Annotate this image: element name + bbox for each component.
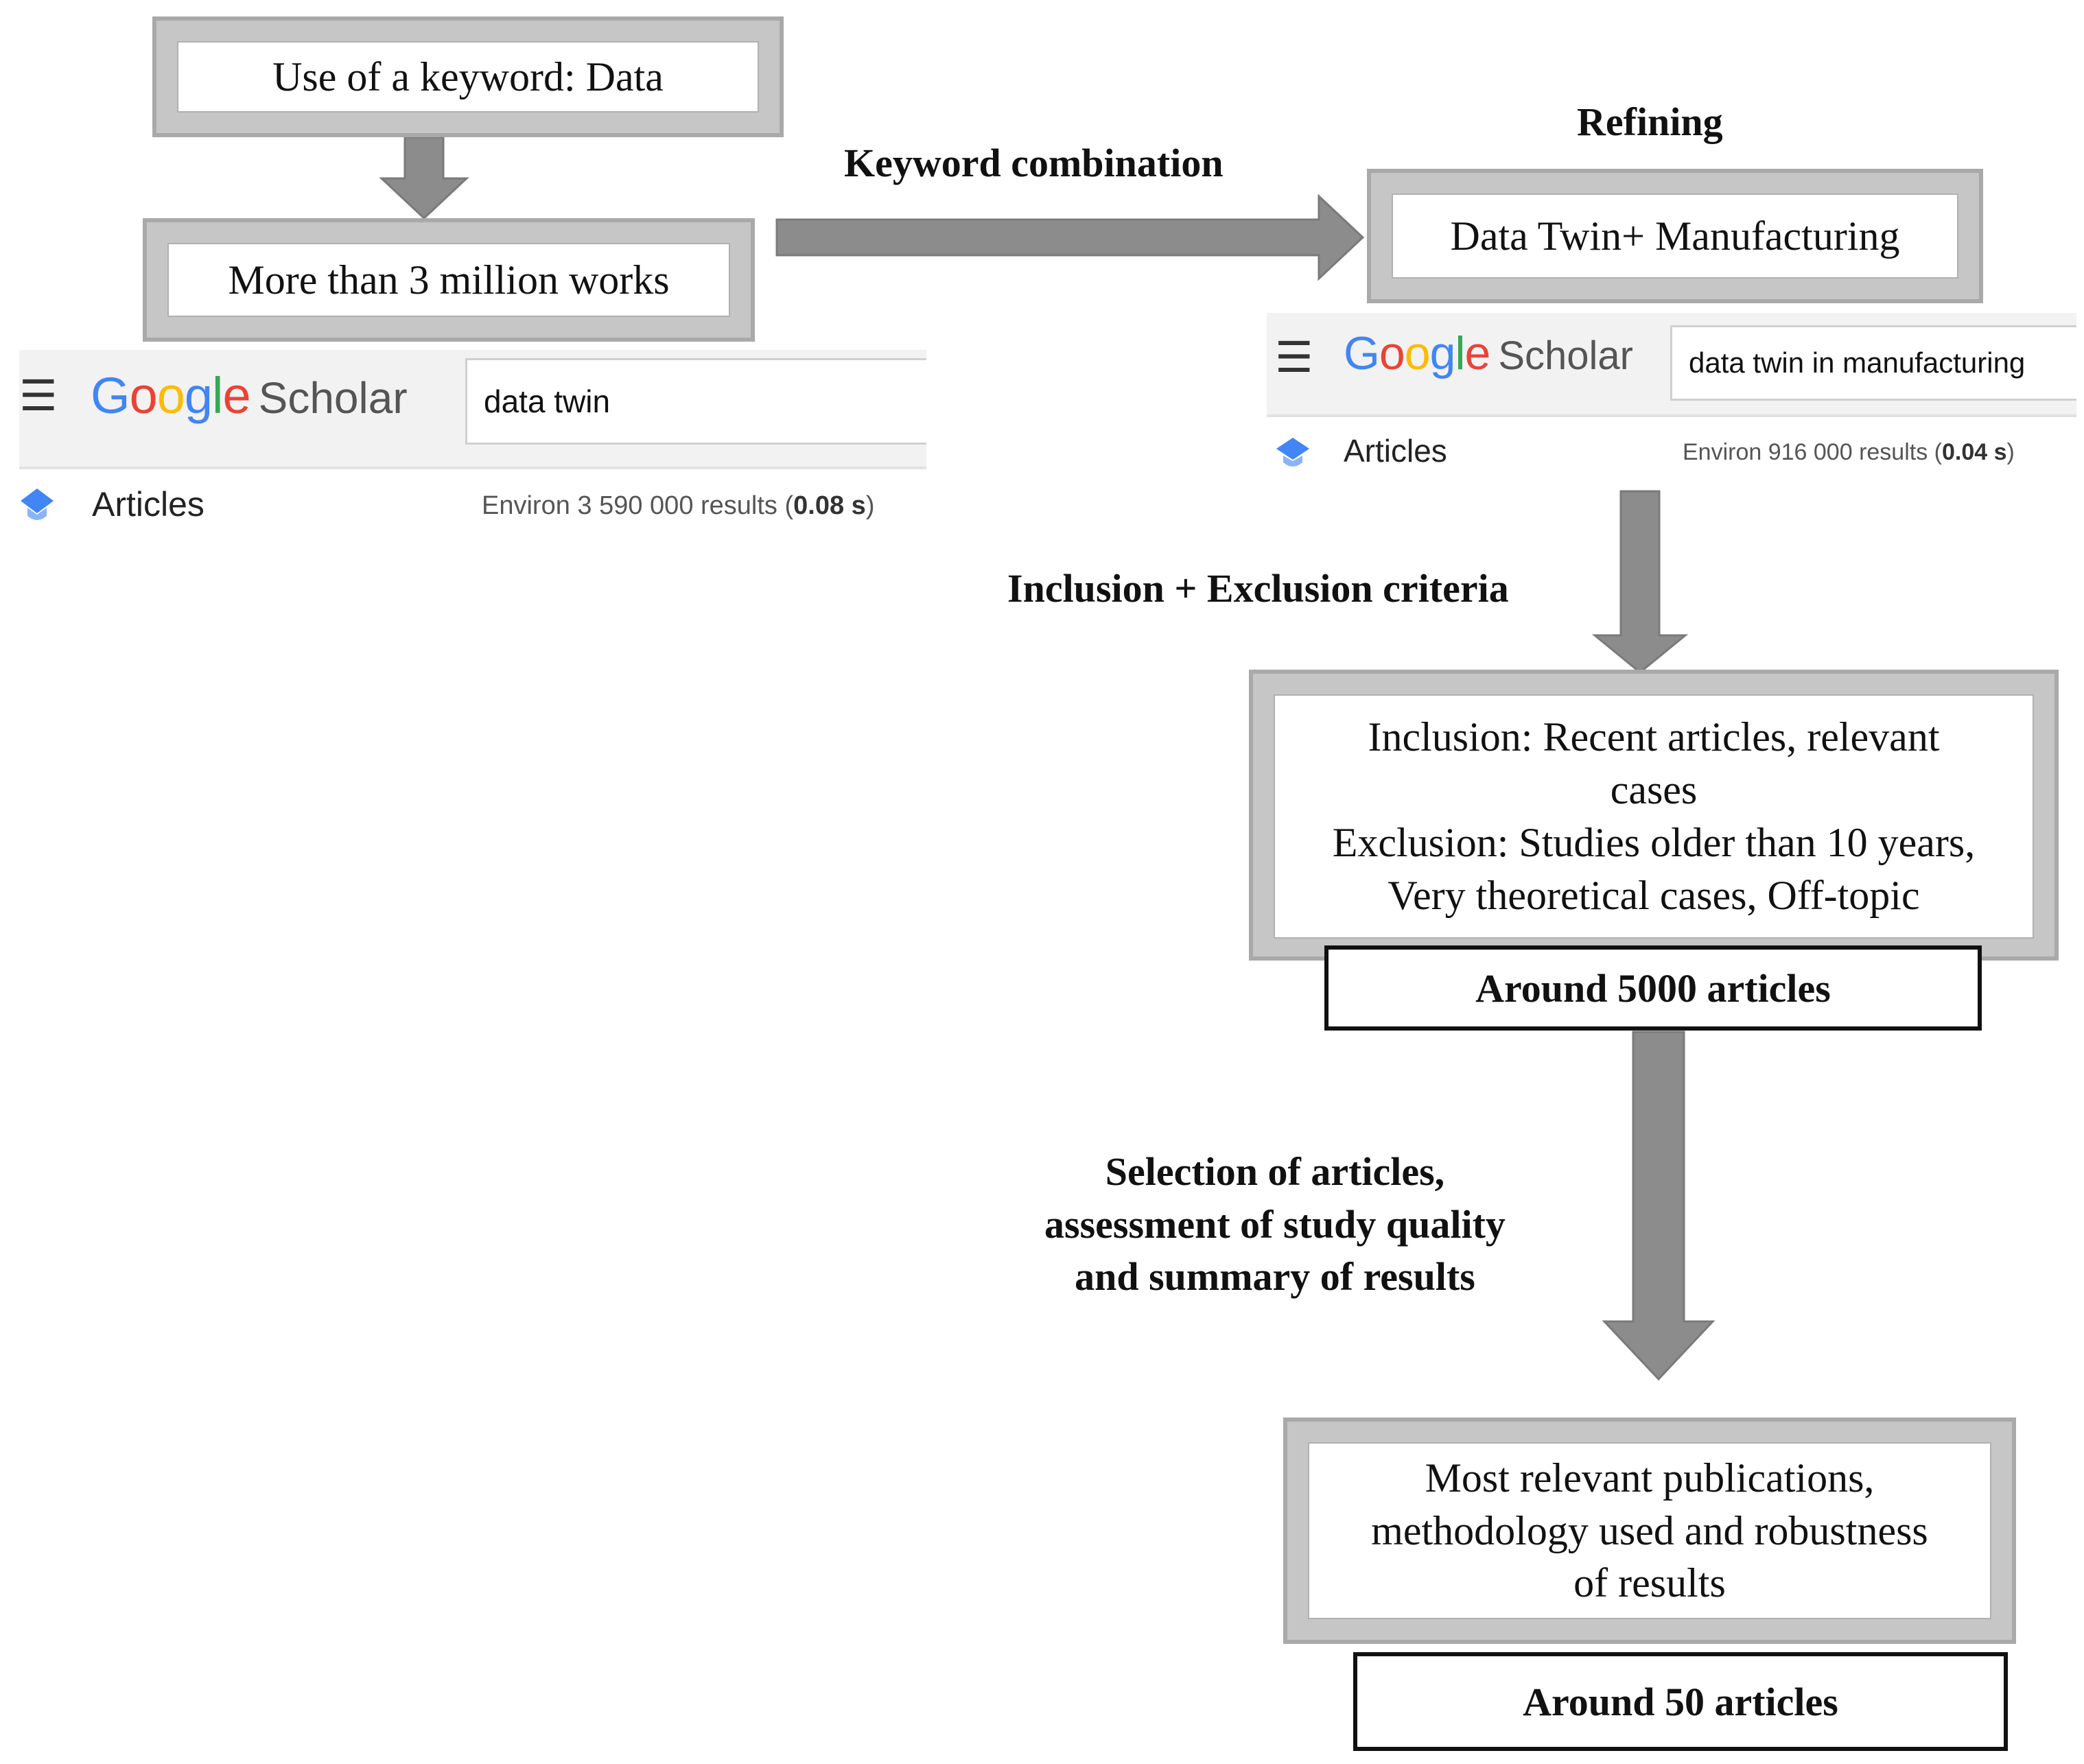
around-5000-box: Around 5000 articles: [1324, 945, 1982, 1031]
down-arrow-3: [1602, 1031, 1716, 1381]
results-prefix: Environ 3 590 000 results (: [482, 491, 794, 520]
logo-letter-g: G: [1344, 327, 1380, 379]
logo-letter-o1: o: [1379, 327, 1405, 379]
tab-articles[interactable]: Articles: [1344, 433, 1447, 469]
search-input[interactable]: data twin: [465, 358, 926, 445]
hamburger-icon[interactable]: ☰: [1275, 334, 1313, 381]
logo-letter-l: l: [1455, 327, 1465, 379]
logo-letter-o2: o: [1404, 327, 1431, 379]
results-suffix: ): [2006, 439, 2015, 465]
refined-query-box: Data Twin+ Manufacturing: [1367, 169, 1983, 303]
criteria-line-2: cases: [1610, 767, 1698, 813]
hamburger-icon[interactable]: ☰: [19, 373, 58, 420]
final-line-2: methodology used and robustness: [1371, 1507, 1928, 1553]
criteria-text: Inclusion: Recent articles, relevant cas…: [1333, 711, 1976, 921]
logo-letter-o1: o: [129, 367, 158, 424]
criteria-line-4: Very theoretical cases, Off-topic: [1388, 872, 1920, 918]
final-results-inner: Most relevant publications, methodology …: [1308, 1442, 1991, 1619]
inclusion-exclusion-label: Inclusion + Exclusion criteria: [1007, 566, 1509, 611]
logo-letter-g: G: [91, 367, 130, 424]
keyword-step-box: Use of a keyword: Data: [152, 16, 784, 137]
logo-scholar-word: Scholar: [1498, 333, 1633, 378]
selection-line-2: assessment of study quality: [1044, 1201, 1506, 1247]
final-results-text: Most relevant publications, methodology …: [1371, 1452, 1928, 1610]
refined-query-text: Data Twin+ Manufacturing: [1450, 213, 1900, 259]
results-count-text: More than 3 million works: [228, 257, 670, 303]
logo-letter-e: e: [222, 367, 250, 424]
results-suffix: ): [865, 491, 875, 520]
logo-letter-g2: g: [184, 367, 213, 424]
refined-query-inner: Data Twin+ Manufacturing: [1392, 193, 1958, 279]
down-arrow-1: [379, 137, 469, 220]
refining-label: Refining: [1577, 99, 1723, 144]
logo-letter-e: e: [1464, 327, 1491, 379]
criteria-inner: Inclusion: Recent articles, relevant cas…: [1274, 694, 2034, 939]
logo-letter-o2: o: [156, 367, 185, 424]
selection-line-1: Selection of articles,: [1105, 1149, 1445, 1194]
scholar-cap-icon: [1276, 438, 1309, 467]
final-line-3: of results: [1573, 1560, 1726, 1606]
results-count-inner: More than 3 million works: [167, 243, 730, 317]
search-input[interactable]: data twin in manufacturing: [1670, 325, 2076, 401]
criteria-box: Inclusion: Recent articles, relevant cas…: [1249, 670, 2059, 961]
selection-label: Selection of articles, assessment of stu…: [1044, 1146, 1506, 1304]
results-count-box: More than 3 million works: [143, 218, 755, 342]
keyword-step-inner: Use of a keyword: Data: [177, 41, 759, 113]
scholar-cap-icon: [21, 489, 54, 520]
results-time: 0.04 s: [1941, 439, 2007, 465]
logo-letter-l: l: [212, 367, 223, 424]
down-arrow-2: [1592, 490, 1688, 674]
results-summary: Environ 916 000 results (0.04 s): [1683, 439, 2015, 466]
right-arrow: [775, 193, 1365, 281]
tab-articles[interactable]: Articles: [92, 485, 204, 524]
criteria-line-3: Exclusion: Studies older than 10 years,: [1332, 820, 1976, 865]
keyword-step-text: Use of a keyword: Data: [272, 54, 664, 99]
final-line-1: Most relevant publications,: [1425, 1455, 1875, 1501]
logo-letter-g2: g: [1429, 327, 1456, 379]
around-50-box: Around 50 articles: [1353, 1652, 2008, 1751]
keyword-combination-label: Keyword combination: [844, 141, 1224, 185]
criteria-line-1: Inclusion: Recent articles, relevant: [1368, 714, 1940, 760]
logo-scholar-word: Scholar: [258, 373, 408, 423]
results-prefix: Environ 916 000 results (: [1683, 439, 1942, 465]
selection-line-3: and summary of results: [1075, 1254, 1475, 1300]
results-summary: Environ 3 590 000 results (0.08 s): [482, 491, 874, 521]
final-results-box: Most relevant publications, methodology …: [1283, 1418, 2016, 1644]
results-time: 0.08 s: [793, 491, 866, 520]
